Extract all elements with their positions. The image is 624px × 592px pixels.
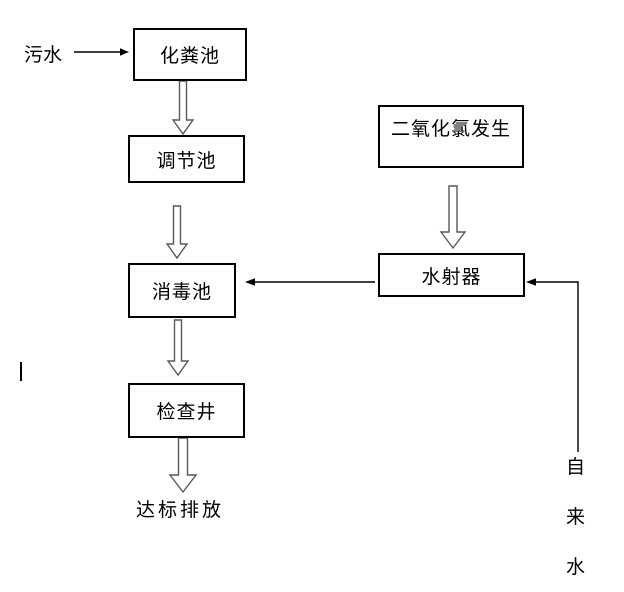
hollow-arrow-inspection-to-discharge: [168, 437, 198, 494]
node-water-ejector-label: 水射器: [421, 266, 482, 288]
node-septic-tank-label: 化粪池: [159, 46, 220, 67]
hollow-arrow-generator-to-ejector: [439, 185, 467, 250]
tap-water-label: 自 来 水: [566, 452, 585, 579]
node-regulating-tank: 调节池: [128, 135, 245, 183]
node-disinfection-tank: 消毒池: [128, 263, 236, 318]
tap-water-char: 水: [566, 557, 586, 578]
cursor-artifact: [20, 362, 22, 381]
arrow-tap-water-to-ejector: [526, 278, 579, 452]
arrow-ejector-to-disinfection-tank: [245, 278, 375, 286]
node-inspection-well: 检查井: [128, 383, 245, 438]
node-water-ejector: 水射器: [378, 253, 525, 297]
node-chlorine-dioxide-generator-label: 二氧化氯发生: [390, 119, 511, 140]
tap-water-char: 自: [566, 457, 586, 478]
hollow-arrow-septic-to-regulating: [171, 80, 195, 136]
node-inspection-well-label: 检查井: [156, 402, 217, 423]
influent-label: 污水: [24, 45, 63, 66]
arrow-influent-to-septic-tank: [74, 48, 129, 56]
node-regulating-tank-label: 调节池: [156, 150, 217, 172]
node-chlorine-dioxide-generator: 二氧化氯发生: [378, 105, 524, 168]
discharge-label: 达标排放: [136, 500, 225, 521]
node-septic-tank: 化粪池: [133, 28, 247, 81]
tap-water-char: 来: [566, 507, 586, 528]
hollow-arrow-disinfection-to-inspection: [166, 319, 190, 377]
hollow-arrow-regulating-to-disinfection: [165, 205, 189, 260]
node-disinfection-tank-label: 消毒池: [151, 282, 212, 303]
